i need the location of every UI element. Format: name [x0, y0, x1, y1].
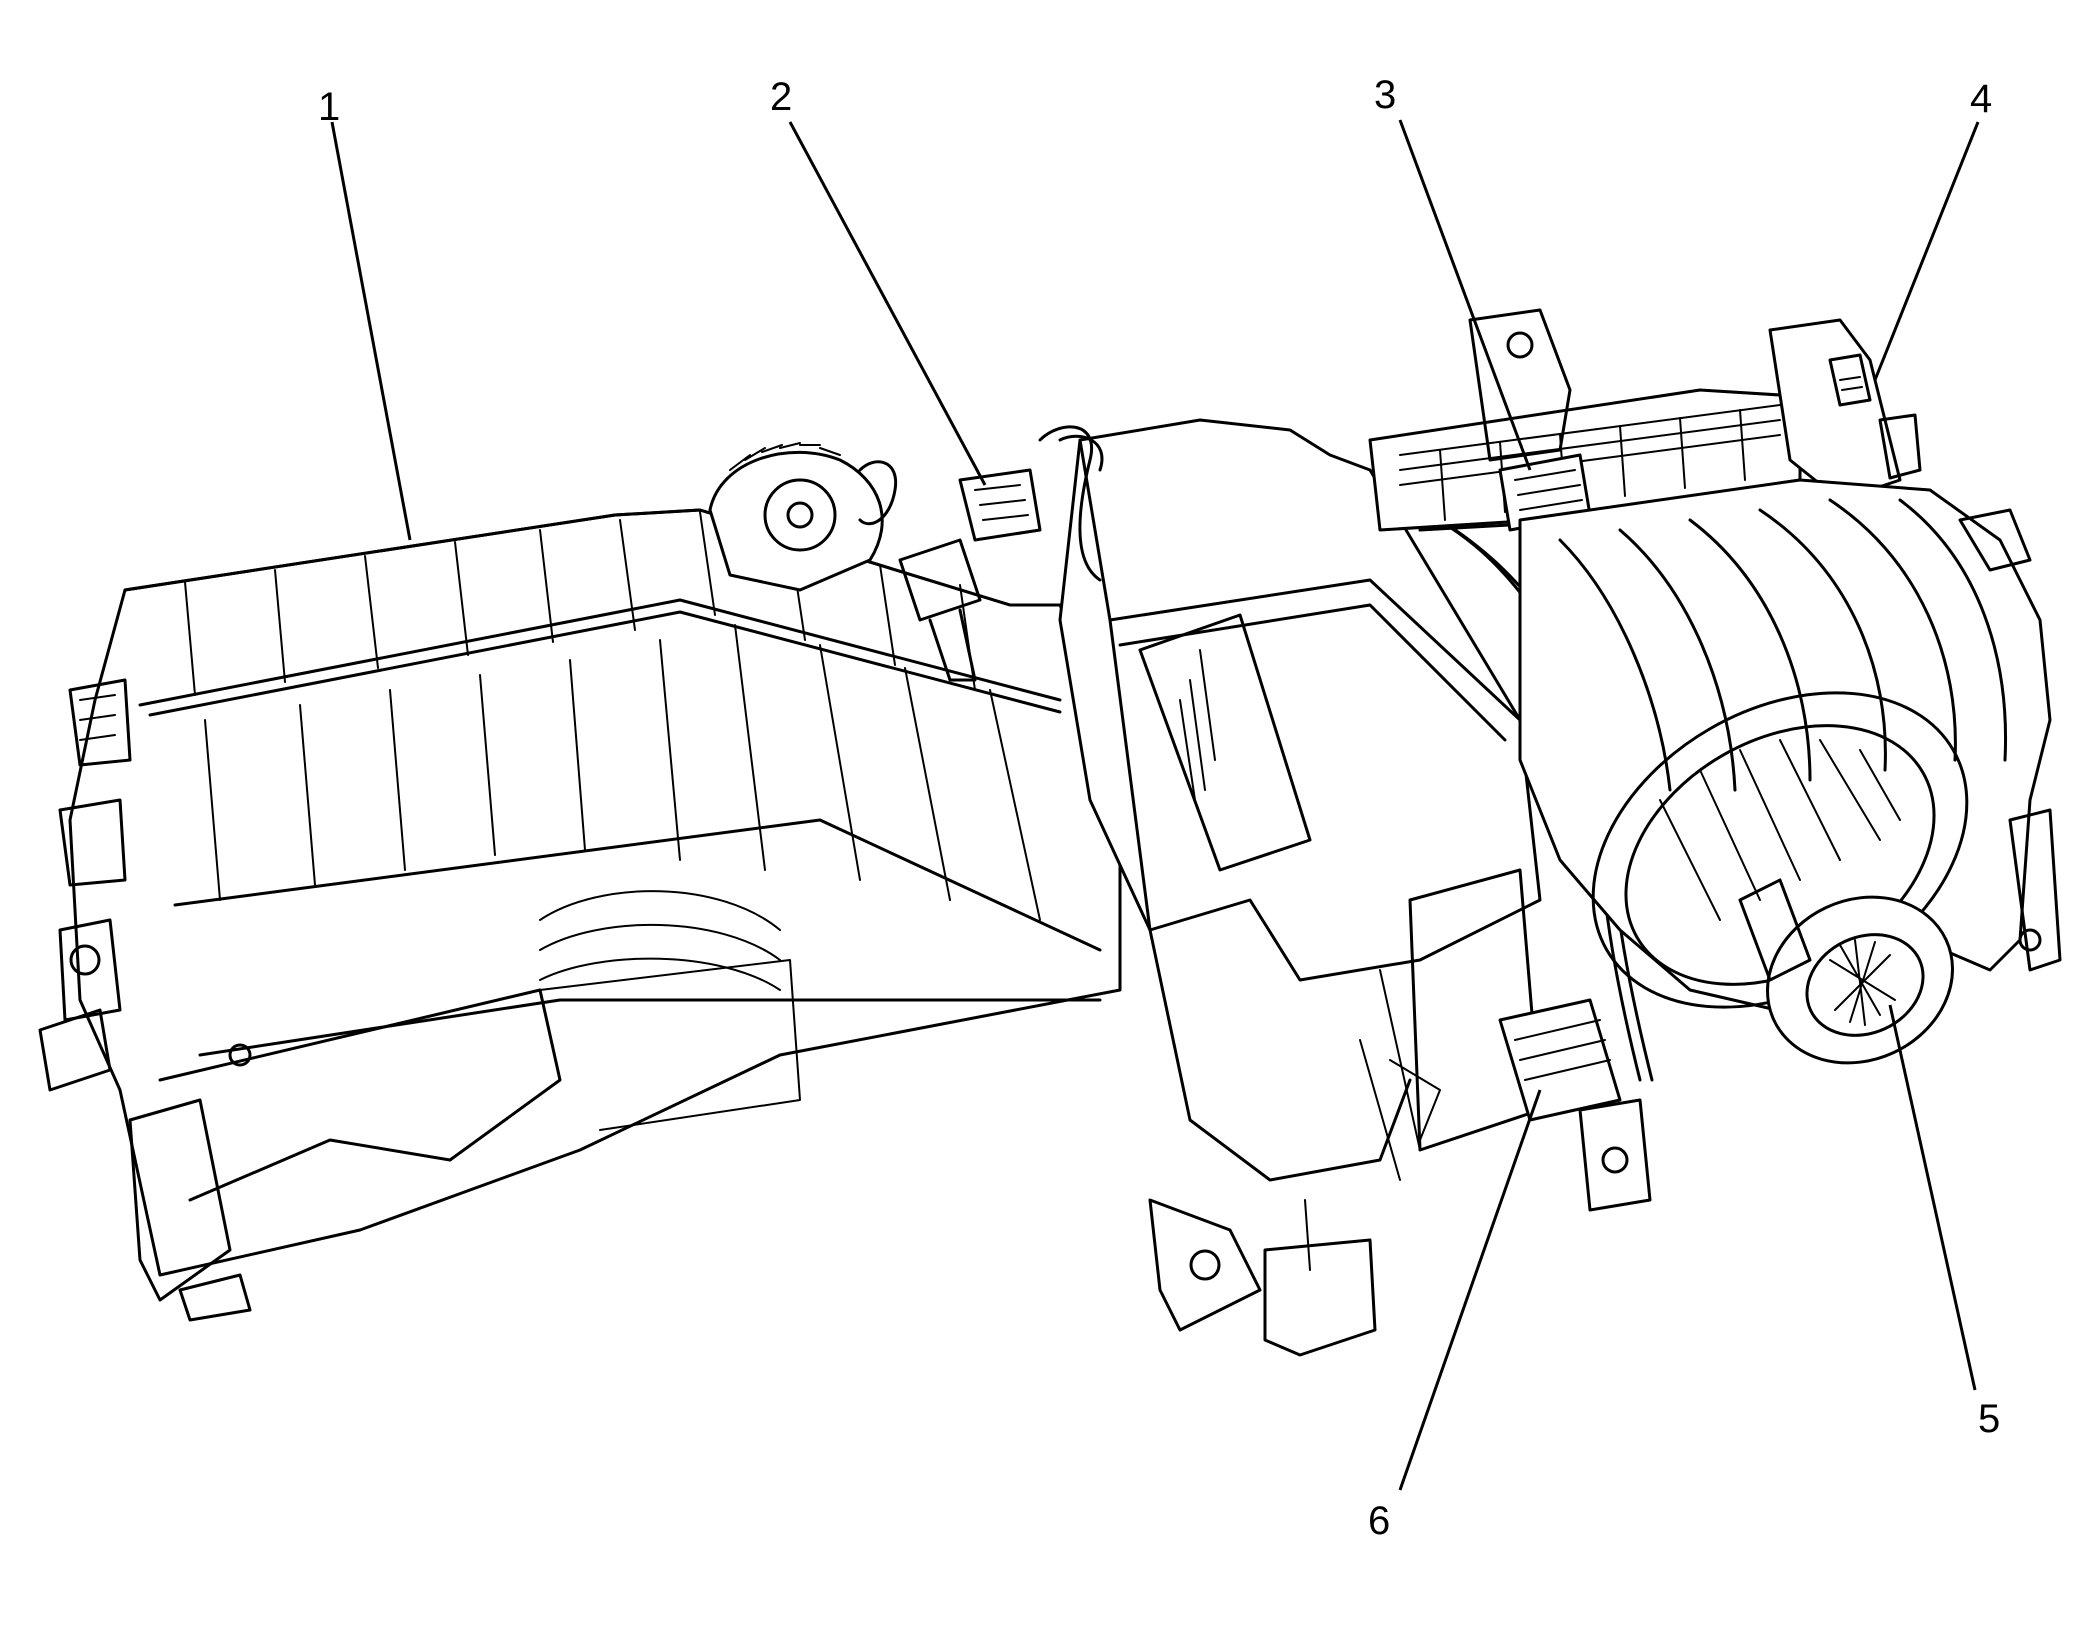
- connector-2: [958, 468, 1042, 542]
- leader-line-4: [1873, 121, 1980, 381]
- mode-actuator: [708, 442, 982, 682]
- left-housing: [38, 508, 1122, 1322]
- leader-line-3: [1398, 119, 1532, 471]
- leader-line-1: [330, 121, 412, 541]
- hvac-module-drawing: [38, 308, 2062, 1357]
- callout-1: 1: [318, 85, 340, 129]
- callout-labels: 1 2 3 4 5 6: [318, 73, 2000, 1543]
- leader-line-2: [788, 121, 987, 486]
- center-case: [1058, 418, 1542, 1357]
- callout-leaders: [330, 119, 1980, 1491]
- blower-housing: [1498, 478, 2062, 1212]
- callout-3: 3: [1374, 73, 1396, 117]
- leader-line-6: [1398, 1089, 1542, 1491]
- callout-6: 6: [1368, 1499, 1390, 1543]
- callout-4: 4: [1970, 77, 1992, 121]
- callout-5: 5: [1978, 1397, 2000, 1441]
- leader-line-5: [1888, 1004, 1977, 1391]
- callout-2: 2: [770, 75, 792, 119]
